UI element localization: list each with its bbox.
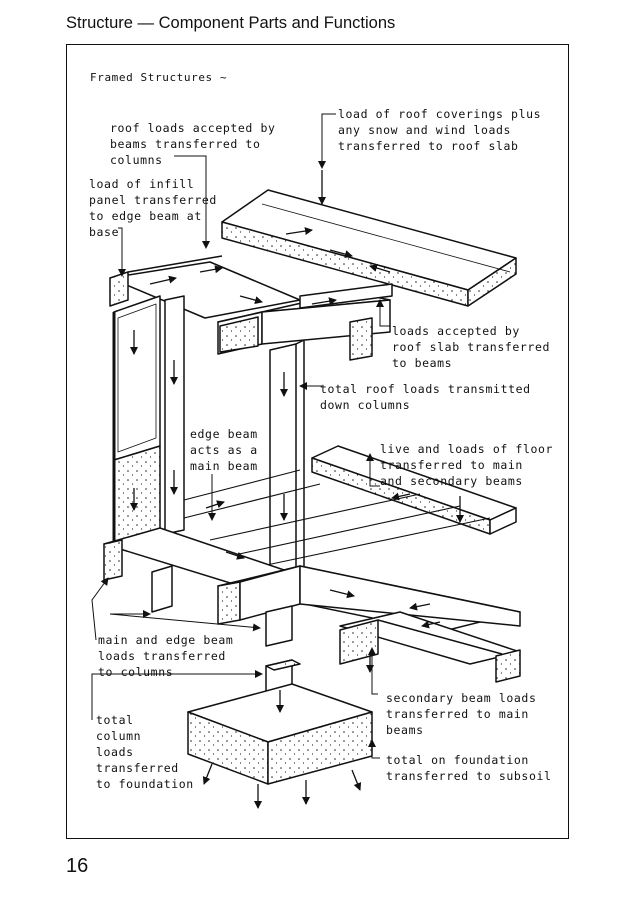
columns [164, 295, 305, 597]
label-main-edge: main and edge beam loads transferred to … [98, 633, 234, 679]
roof-slab [221, 189, 517, 307]
label-secondary: secondary beam loads transferred to main… [386, 691, 537, 737]
infill-panel [112, 295, 161, 549]
label-foundation: total on foundation transferred to subso… [386, 753, 552, 783]
foundation-pad [187, 683, 373, 785]
floor-beams [103, 527, 521, 683]
label-roof-slab: loads accepted by roof slab transferred … [392, 324, 550, 370]
figure-heading: Framed Structures ~ [90, 71, 228, 84]
figure-frame [66, 44, 569, 839]
page-header-title: Structure — Component Parts and Function… [66, 14, 396, 32]
label-roof-coverings: load of roof coverings plus any snow and… [338, 107, 542, 153]
label-total-column: total column loads transferred to founda… [96, 713, 194, 791]
leader-lines [91, 113, 390, 759]
page-number: 16 [66, 855, 89, 877]
label-floor: live and loads of floor transferred to m… [380, 442, 554, 488]
label-roof-beams: roof loads accepted by beams transferred… [110, 121, 276, 167]
load-arrows [130, 170, 464, 809]
label-edge-beam: edge beam acts as a main beam [190, 427, 258, 473]
floor-joists [183, 469, 491, 567]
label-infill: load of infill panel transferred to edge… [89, 177, 217, 239]
label-total-roof: total roof loads transmitted down column… [320, 382, 531, 412]
